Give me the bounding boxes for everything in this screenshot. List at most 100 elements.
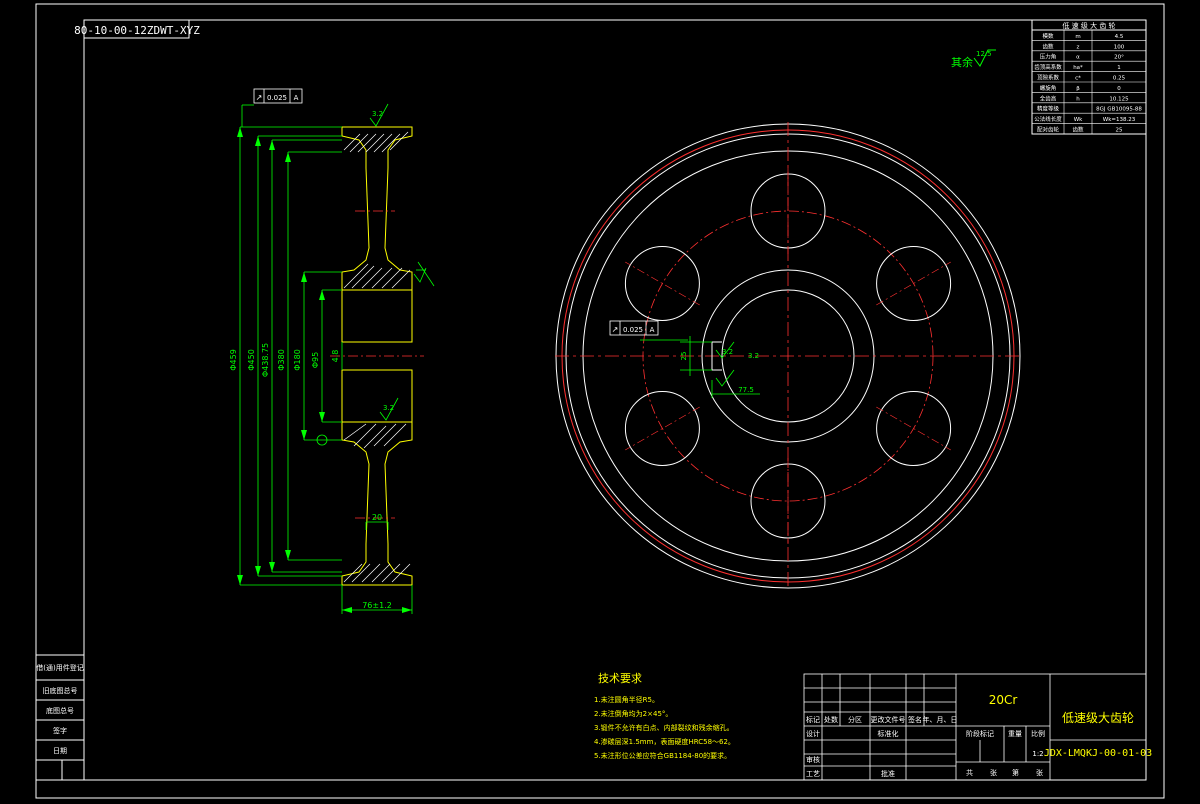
gear-param-cell: 全齿高 — [1040, 94, 1057, 102]
front-view: 25 77.5 3.2 3.2 ↗ 0.025 A — [555, 122, 1022, 590]
gear-param-cell: 1 — [1117, 65, 1121, 71]
section-centerlines — [330, 210, 424, 519]
gear-param-cell: 配对齿轮 — [1037, 126, 1060, 134]
dim-keyway-depth: 77.5 — [738, 386, 754, 394]
roughness-value: 3.2 — [383, 404, 394, 412]
roughness-value: 3.2 — [372, 110, 383, 118]
side-stamp-strip — [35, 654, 85, 781]
title-block-label: 比例 — [1031, 729, 1045, 738]
dim-outer-diameter: Φ459 — [229, 349, 238, 371]
code-box: 80-10-00-12ZDWT-XYZ — [74, 19, 200, 39]
scale-value: 1:2 — [1032, 750, 1043, 758]
gear-param-cell: 0.25 — [1113, 76, 1126, 82]
material-value: 20Cr — [989, 693, 1018, 707]
runout-symbol-icon: ↗ — [256, 93, 263, 102]
side-stamp-label: 借(通)用件登记 — [36, 663, 83, 672]
front-centerlines — [555, 122, 1022, 590]
dim-hub-diameter: Φ180 — [293, 349, 302, 371]
title-block-label: 签名 — [908, 715, 922, 724]
keyway-dimensions — [640, 336, 760, 398]
runout-symbol-icon: ↗ — [612, 325, 619, 334]
title-block-label: 处数 — [824, 715, 838, 724]
surface-note-value: 12.5 — [976, 50, 992, 58]
dim-keyway-width: 25 — [680, 352, 688, 361]
tech-req-title: 技术要求 — [598, 672, 642, 685]
dimension-lines — [239, 104, 435, 614]
sheet-label: 张 — [990, 768, 997, 777]
title-block-label: 分区 — [848, 715, 862, 724]
lightening-hole — [876, 391, 952, 466]
technical-requirements: 技术要求 1.未注圆角半径R5。 2.未注倒角均为2×45°。 3.锻件不允许有… — [594, 672, 735, 760]
dim-face-width: 76±1.2 — [362, 601, 392, 610]
surface-roughness-note: 其余 12.5 — [951, 49, 996, 69]
lightening-hole — [624, 246, 700, 321]
dimension-arrows — [237, 127, 412, 613]
gear-param-cell: 顶隙系数 — [1037, 74, 1060, 82]
title-block: 标记 处数 分区 更改文件号 签名 年、月、日 设计 标准化 审核 工艺 批准 … — [803, 673, 1152, 781]
roughness-value: 3.2 — [748, 352, 759, 360]
gear-param-cell: α — [1076, 55, 1080, 61]
hole-centerline — [876, 406, 951, 451]
title-block-label: 阶段标记 — [966, 729, 994, 738]
section-view: Φ459 Φ450 Φ438.75 Φ380 Φ180 Φ95 4.8 76±1… — [229, 88, 435, 614]
tech-req-item: 4.渗碳层深1.5mm，表面硬度HRC58～62。 — [594, 737, 735, 746]
code-box-text: 80-10-00-12ZDWT-XYZ — [74, 24, 200, 37]
gear-param-cell: 0 — [1117, 86, 1121, 92]
title-block-label: 重量 — [1008, 730, 1022, 738]
gear-param-cell: 螺旋角 — [1040, 84, 1057, 92]
tech-req-item: 5.未注形位公差应符合GB1184-80的要求。 — [594, 751, 731, 760]
gear-params-title: 低 速 级 大 齿 轮 — [1062, 21, 1115, 30]
gear-param-cell: 公法线长度 — [1034, 115, 1062, 123]
title-block-label: 标记 — [806, 715, 820, 724]
runout-value: 0.025 — [267, 94, 287, 102]
roughness-value: 3.2 — [722, 348, 733, 356]
dim-root-diameter: Φ438.75 — [261, 343, 270, 377]
runout-datum: A — [650, 326, 655, 334]
sheet-inner-border — [83, 19, 1147, 781]
gear-param-cell: 100 — [1114, 44, 1125, 50]
lightening-hole — [624, 391, 700, 466]
sheet-label: 张 — [1036, 768, 1043, 777]
title-block-label: 设计 — [806, 729, 820, 738]
roughness-symbols — [316, 103, 427, 446]
gear-param-cell: β — [1076, 86, 1080, 92]
runout-value: 0.025 — [623, 326, 643, 334]
dim-web-thickness: 20 — [372, 513, 382, 522]
title-block-label: 标准化 — [878, 729, 899, 738]
title-block-label: 更改文件号 — [871, 715, 906, 724]
tech-req-item: 2.未注倒角均为2×45°。 — [594, 709, 672, 718]
part-name: 低速级大齿轮 — [1062, 711, 1134, 725]
gear-param-cell: c* — [1075, 76, 1081, 82]
dim-bore-diameter: Φ95 — [311, 352, 320, 368]
gear-param-cell: 10.125 — [1109, 96, 1129, 102]
title-block-label: 工艺 — [806, 770, 820, 778]
surface-note-label: 其余 — [951, 55, 973, 69]
title-block-label: 审核 — [806, 755, 820, 764]
lightening-hole — [876, 246, 952, 321]
gear-param-cell: 精度等级 — [1037, 105, 1060, 113]
gear-param-cell: 4.5 — [1115, 34, 1124, 40]
sheet-outer-border — [35, 3, 1165, 799]
gear-param-cell: z — [1077, 44, 1080, 50]
gear-param-cell: 20° — [1114, 55, 1124, 61]
section-hatching — [343, 131, 411, 583]
title-block-label: 批准 — [881, 769, 895, 778]
tech-req-item: 1.未注圆角半径R5。 — [594, 695, 659, 704]
sheet-label: 共 — [966, 768, 973, 777]
runout-datum: A — [294, 94, 299, 102]
side-stamp-label: 签字 — [53, 726, 67, 735]
gear-param-cell: Wk — [1074, 117, 1083, 123]
gear-param-cell: m — [1075, 34, 1080, 40]
side-stamp-label: 底图总号 — [46, 706, 74, 715]
gear-param-cell: 模数 — [1042, 32, 1054, 40]
gear-param-cell: Wk=138.23 — [1103, 117, 1136, 123]
gear-param-cell: h — [1076, 96, 1080, 102]
gear-param-cell: 压力角 — [1040, 53, 1057, 61]
hole-centerline — [625, 406, 700, 451]
hole-centerline — [625, 261, 700, 306]
tech-req-item: 3.锻件不允许有白点、内部裂纹和残余缩孔。 — [594, 723, 734, 732]
dim-pitch-diameter: Φ450 — [247, 349, 256, 371]
gear-param-cell: 8GJ GB10095-88 — [1096, 107, 1142, 113]
